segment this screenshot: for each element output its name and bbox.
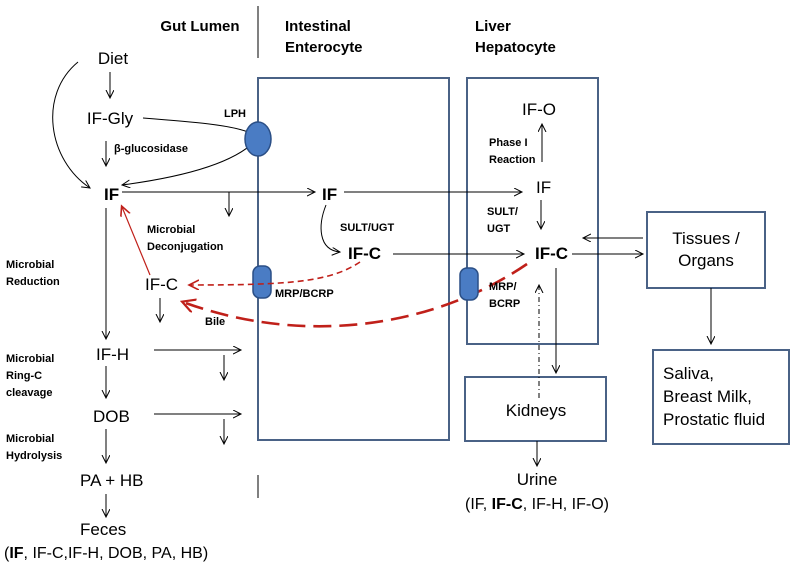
label-if-o: IF-O	[522, 100, 556, 119]
label-tissues-2: Organs	[678, 251, 734, 270]
label-liver-if-c: IF-C	[535, 244, 568, 263]
label-phase-1: Phase I	[489, 137, 528, 149]
kidneys-box	[464, 376, 607, 442]
line-ifgly-to-lph	[142, 117, 249, 133]
label-kidneys: Kidneys	[506, 401, 566, 420]
liver-mrp-transporter-icon	[459, 267, 479, 301]
arrow-enterocyte-efflux-red	[190, 261, 361, 285]
label-reduction-1: Microbial	[6, 259, 54, 271]
label-if-gly: IF-Gly	[87, 109, 134, 128]
label-pa-hb: PA + HB	[80, 471, 143, 490]
fluids-box	[652, 349, 790, 445]
label-ringc-2: Ring-C	[6, 370, 42, 382]
header-liver-line1: Liver	[475, 18, 511, 35]
header-enterocyte-line2: Enterocyte	[285, 39, 363, 56]
label-enterocyte-sult-ugt: SULT/UGT	[340, 222, 394, 234]
label-ringc-1: Microbial	[6, 353, 54, 365]
label-fluids-2: Breast Milk,	[663, 387, 752, 406]
arrow-diet-to-if	[52, 61, 90, 188]
label-liver-if: IF	[536, 178, 551, 197]
label-hydrolysis-2: Hydrolysis	[6, 450, 62, 462]
label-liver-sult-1: SULT/	[487, 206, 518, 218]
lph-transporter-icon	[244, 121, 272, 157]
arrow-ifc-to-if-red	[122, 207, 151, 276]
label-phase-2: Reaction	[489, 154, 536, 166]
label-if-c: IF-C	[145, 275, 178, 294]
label-reduction-2: Reduction	[6, 276, 60, 288]
label-liver-mrp-1: MRP/	[489, 281, 517, 293]
label-hydrolysis-1: Microbial	[6, 433, 54, 445]
label-ringc-3: cleavage	[6, 387, 52, 399]
tissues-box	[646, 211, 766, 289]
urine-products: (IF, IF-C, IF-H, IF-O)	[465, 496, 609, 513]
label-liver-sult-2: UGT	[487, 223, 511, 235]
label-deconjugation-1: Microbial	[147, 224, 195, 236]
label-lph: LPH	[224, 108, 246, 120]
label-urine: Urine	[517, 470, 558, 489]
label-fluids-3: Prostatic fluid	[663, 410, 765, 429]
header-liver-line2: Hepatocyte	[475, 39, 556, 56]
label-deconjugation-2: Deconjugation	[147, 241, 224, 253]
label-if: IF	[104, 185, 119, 204]
hepatocyte-box	[466, 77, 599, 345]
feces-products: (IF, IF-C,IF-H, DOB, PA, HB)	[4, 545, 208, 562]
label-enterocyte-if: IF	[322, 185, 337, 204]
label-enterocyte-mrp: MRP/BCRP	[275, 288, 334, 300]
enterocyte-box	[257, 77, 450, 441]
header-gut-lumen: Gut Lumen	[160, 18, 239, 35]
label-diet: Diet	[98, 49, 129, 68]
label-liver-mrp-2: BCRP	[489, 298, 520, 310]
header-enterocyte-line1: Intestinal	[285, 18, 351, 35]
label-tissues-1: Tissues /	[672, 229, 740, 248]
label-enterocyte-if-c: IF-C	[348, 244, 381, 263]
label-fluids-1: Saliva,	[663, 364, 714, 383]
label-dob: DOB	[93, 407, 130, 426]
enterocyte-mrp-transporter-icon	[252, 265, 272, 299]
label-beta-glucosidase: β-glucosidase	[114, 143, 188, 155]
arrow-if-to-ifc-enterocyte	[320, 204, 340, 252]
label-bile: Bile	[205, 316, 225, 328]
label-feces: Feces	[80, 520, 126, 539]
label-if-h: IF-H	[96, 345, 129, 364]
